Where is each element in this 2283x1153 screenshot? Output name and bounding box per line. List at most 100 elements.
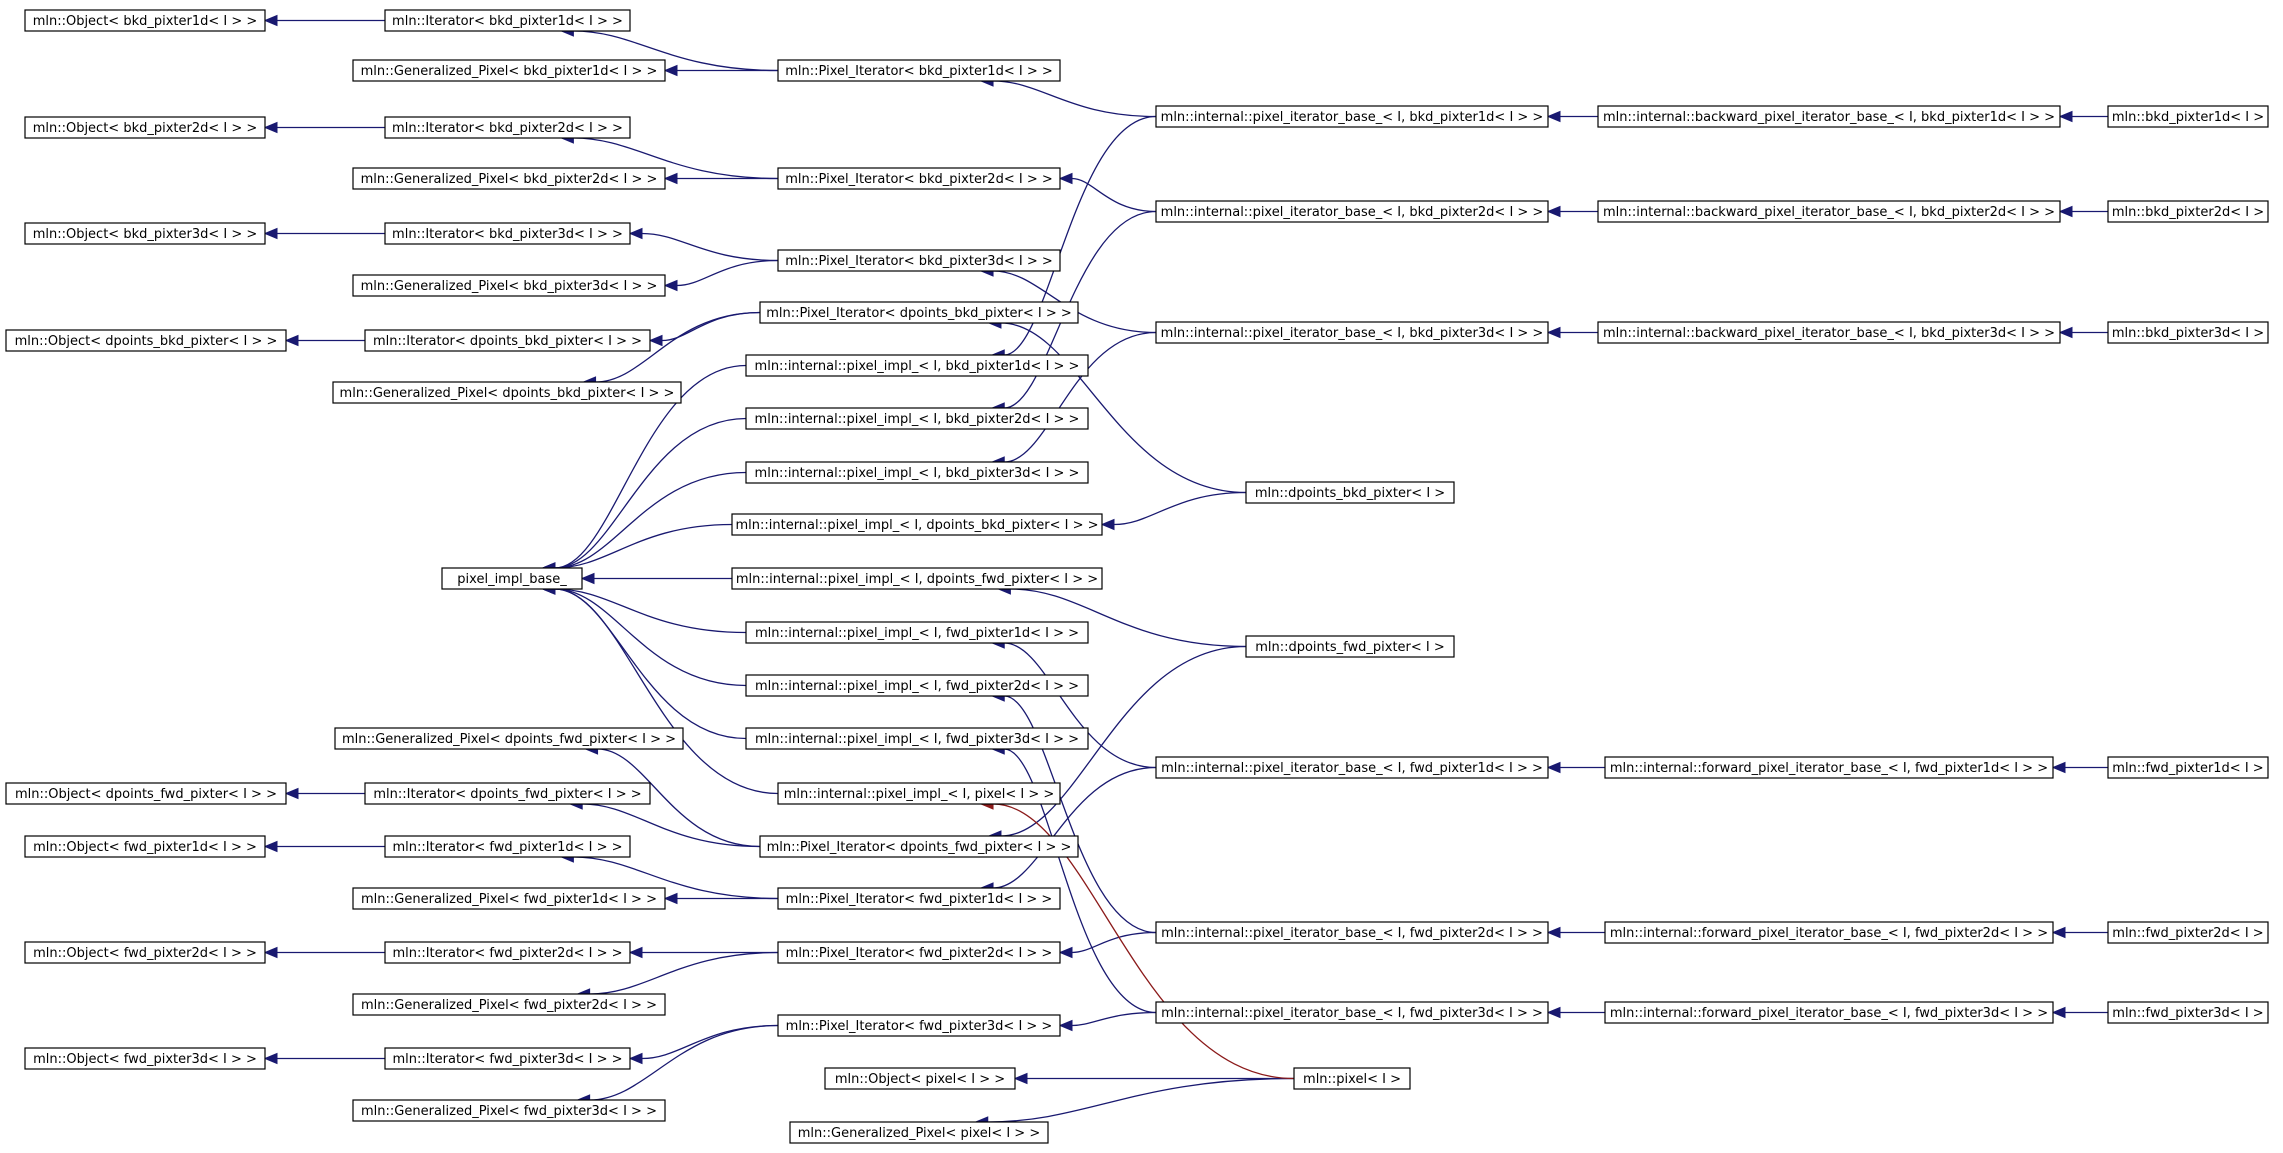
class-node-impl-dfwd[interactable]: mln::internal::pixel_impl_< I, dpoints_f…	[731, 567, 1103, 590]
class-node-impl-pixel[interactable]: mln::internal::pixel_impl_< I, pixel< I …	[777, 782, 1061, 805]
arrowhead	[663, 172, 678, 185]
class-node-obj-bkd3d[interactable]: mln::Object< bkd_pixter3d< I > >	[24, 222, 266, 245]
class-node-label: mln::Pixel_Iterator< dpoints_bkd_pixter<…	[766, 306, 1072, 321]
class-node-pi-dfwd[interactable]: mln::Pixel_Iterator< dpoints_fwd_pixter<…	[759, 835, 1079, 858]
class-node-box	[1155, 105, 1549, 128]
class-node-box	[1293, 1067, 1411, 1090]
inheritance-edge-impl-fwd2d-to-pix-base	[554, 588, 747, 687]
class-node-pib-bkd3d[interactable]: mln::internal::pixel_iterator_base_< I, …	[1155, 321, 1549, 344]
class-node-gp-bkd3d[interactable]: mln::Generalized_Pixel< bkd_pixter3d< I …	[352, 274, 666, 297]
arrowhead	[663, 892, 678, 905]
class-node-box	[24, 222, 266, 245]
class-node-obj-bkd1d[interactable]: mln::Object< bkd_pixter1d< I > >	[24, 9, 266, 32]
inheritance-edge-pib-fwd3d-to-pi-fwd3d	[1071, 1011, 1157, 1027]
class-node-box	[745, 621, 1089, 644]
class-node-label: mln::Pixel_Iterator< bkd_pixter2d< I > >	[785, 172, 1052, 187]
class-node-label: mln::Iterator< dpoints_fwd_pixter< I > >	[373, 787, 641, 802]
class-node-impl-fwd2d[interactable]: mln::internal::pixel_impl_< I, fwd_pixte…	[745, 674, 1089, 697]
class-node-it-bkd1d[interactable]: mln::Iterator< bkd_pixter1d< I > >	[384, 9, 631, 32]
arrowhead	[580, 572, 595, 585]
class-node-fwd2d[interactable]: mln::fwd_pixter2d< I >	[2107, 921, 2269, 944]
arrowhead	[1058, 946, 1073, 959]
class-node-bkd1d[interactable]: mln::bkd_pixter1d< I >	[2107, 105, 2269, 128]
class-node-fpib-fwd2d[interactable]: mln::internal::forward_pixel_iterator_ba…	[1604, 921, 2054, 944]
class-node-gp-fwd2d[interactable]: mln::Generalized_Pixel< fwd_pixter2d< I …	[352, 993, 666, 1016]
class-node-it-fwd1d[interactable]: mln::Iterator< fwd_pixter1d< I > >	[384, 835, 631, 858]
class-node-pix-base[interactable]: pixel_impl_base_	[441, 567, 583, 590]
class-node-gp-dfwd[interactable]: mln::Generalized_Pixel< dpoints_fwd_pixt…	[334, 727, 684, 750]
class-node-gp-bkd1d[interactable]: mln::Generalized_Pixel< bkd_pixter1d< I …	[352, 59, 666, 82]
class-node-bkd2d[interactable]: mln::bkd_pixter2d< I >	[2107, 200, 2269, 223]
class-node-it-bkd2d[interactable]: mln::Iterator< bkd_pixter2d< I > >	[384, 116, 631, 139]
class-node-dfwd[interactable]: mln::dpoints_fwd_pixter< I >	[1245, 635, 1455, 658]
class-node-it-bkd3d[interactable]: mln::Iterator< bkd_pixter3d< I > >	[384, 222, 631, 245]
class-node-fpib-fwd1d[interactable]: mln::internal::forward_pixel_iterator_ba…	[1604, 756, 2054, 779]
class-node-label: mln::Iterator< fwd_pixter2d< I > >	[392, 946, 622, 961]
class-node-obj-bkd2d[interactable]: mln::Object< bkd_pixter2d< I > >	[24, 116, 266, 139]
arrowhead	[1546, 926, 1561, 939]
class-node-bpib-bkd1d[interactable]: mln::internal::backward_pixel_iterator_b…	[1597, 105, 2061, 128]
class-node-pi-fwd2d[interactable]: mln::Pixel_Iterator< fwd_pixter2d< I > >	[777, 941, 1061, 964]
class-node-obj-pixel[interactable]: mln::Object< pixel< I > >	[824, 1067, 1016, 1090]
class-node-box	[24, 9, 266, 32]
class-node-it-dbkd[interactable]: mln::Iterator< dpoints_bkd_pixter< I > >	[364, 329, 651, 352]
class-node-bpib-bkd3d[interactable]: mln::internal::backward_pixel_iterator_b…	[1597, 321, 2061, 344]
arrowhead	[263, 840, 278, 853]
inheritance-edge-pib-bkd1d-to-pi-bkd1d	[993, 80, 1157, 118]
class-node-impl-bkd2d[interactable]: mln::internal::pixel_impl_< I, bkd_pixte…	[745, 407, 1089, 430]
class-node-dbkd[interactable]: mln::dpoints_bkd_pixter< I >	[1245, 481, 1455, 504]
edge-layer	[263, 14, 2109, 1128]
class-node-gp-fwd1d[interactable]: mln::Generalized_Pixel< fwd_pixter1d< I …	[352, 887, 666, 910]
class-node-obj-fwd2d[interactable]: mln::Object< fwd_pixter2d< I > >	[24, 941, 266, 964]
class-node-pib-fwd1d[interactable]: mln::internal::pixel_iterator_base_< I, …	[1155, 756, 1549, 779]
inheritance-edge-pib-fwd2d-to-pi-fwd2d	[1071, 931, 1157, 954]
class-node-pi-fwd1d[interactable]: mln::Pixel_Iterator< fwd_pixter1d< I > >	[777, 887, 1061, 910]
class-node-it-fwd3d[interactable]: mln::Iterator< fwd_pixter3d< I > >	[384, 1047, 631, 1070]
class-node-fwd1d[interactable]: mln::fwd_pixter1d< I >	[2107, 756, 2269, 779]
class-node-label: mln::Object< dpoints_bkd_pixter< I > >	[15, 334, 278, 349]
class-node-pi-bkd1d[interactable]: mln::Pixel_Iterator< bkd_pixter1d< I > >	[777, 59, 1061, 82]
class-node-pi-bkd3d[interactable]: mln::Pixel_Iterator< bkd_pixter3d< I > >	[777, 249, 1061, 272]
class-node-obj-fwd3d[interactable]: mln::Object< fwd_pixter3d< I > >	[24, 1047, 266, 1070]
class-node-impl-bkd1d[interactable]: mln::internal::pixel_impl_< I, bkd_pixte…	[745, 354, 1089, 377]
class-node-pib-fwd3d[interactable]: mln::internal::pixel_iterator_base_< I, …	[1155, 1001, 1549, 1024]
class-node-impl-bkd3d[interactable]: mln::internal::pixel_impl_< I, bkd_pixte…	[745, 461, 1089, 484]
inheritance-edge-impl-bkd3d-to-pix-base	[554, 471, 747, 569]
class-node-label: mln::Iterator< dpoints_bkd_pixter< I > >	[373, 334, 642, 349]
class-node-gp-dbkd[interactable]: mln::Generalized_Pixel< dpoints_bkd_pixt…	[332, 381, 682, 404]
class-node-bkd3d[interactable]: mln::bkd_pixter3d< I >	[2107, 321, 2269, 344]
class-node-gp-pixel[interactable]: mln::Generalized_Pixel< pixel< I > >	[789, 1121, 1049, 1144]
class-node-box	[384, 222, 631, 245]
class-node-label: mln::Iterator< bkd_pixter2d< I > >	[392, 121, 623, 136]
class-node-obj-dbkd[interactable]: mln::Object< dpoints_bkd_pixter< I > >	[5, 329, 287, 352]
class-node-it-dfwd[interactable]: mln::Iterator< dpoints_fwd_pixter< I > >	[364, 782, 651, 805]
class-node-impl-dbkd[interactable]: mln::internal::pixel_impl_< I, dpoints_b…	[731, 513, 1103, 536]
class-node-pi-fwd3d[interactable]: mln::Pixel_Iterator< fwd_pixter3d< I > >	[777, 1014, 1061, 1037]
class-node-label: mln::Generalized_Pixel< fwd_pixter1d< I …	[361, 892, 657, 907]
class-node-obj-fwd1d[interactable]: mln::Object< fwd_pixter1d< I > >	[24, 835, 266, 858]
class-node-obj-dfwd[interactable]: mln::Object< dpoints_fwd_pixter< I > >	[5, 782, 287, 805]
class-node-bpib-bkd2d[interactable]: mln::internal::backward_pixel_iterator_b…	[1597, 200, 2061, 223]
class-node-pib-bkd2d[interactable]: mln::internal::pixel_iterator_base_< I, …	[1155, 200, 1549, 223]
class-node-gp-fwd3d[interactable]: mln::Generalized_Pixel< fwd_pixter3d< I …	[352, 1099, 666, 1122]
class-node-it-fwd2d[interactable]: mln::Iterator< fwd_pixter2d< I > >	[384, 941, 631, 964]
class-node-box	[777, 1014, 1061, 1037]
class-node-impl-fwd3d[interactable]: mln::internal::pixel_impl_< I, fwd_pixte…	[745, 727, 1089, 750]
class-node-impl-fwd1d[interactable]: mln::internal::pixel_impl_< I, fwd_pixte…	[745, 621, 1089, 644]
class-node-fwd3d[interactable]: mln::fwd_pixter3d< I >	[2107, 1001, 2269, 1024]
class-node-fpib-fwd3d[interactable]: mln::internal::forward_pixel_iterator_ba…	[1604, 1001, 2054, 1024]
inheritance-edge-impl-dbkd-to-pix-base	[554, 523, 733, 569]
class-node-label: mln::fwd_pixter2d< I >	[2112, 926, 2263, 941]
arrowhead	[2051, 761, 2066, 774]
class-node-label: mln::Generalized_Pixel< dpoints_fwd_pixt…	[342, 732, 676, 747]
class-node-pi-dbkd[interactable]: mln::Pixel_Iterator< dpoints_bkd_pixter<…	[759, 301, 1079, 324]
class-node-pixel[interactable]: mln::pixel< I >	[1293, 1067, 1411, 1090]
class-node-label: mln::bkd_pixter1d< I >	[2112, 110, 2264, 125]
class-node-pib-fwd2d[interactable]: mln::internal::pixel_iterator_base_< I, …	[1155, 921, 1549, 944]
class-node-gp-bkd2d[interactable]: mln::Generalized_Pixel< bkd_pixter2d< I …	[352, 167, 666, 190]
inheritance-edge-pib-fwd1d-to-impl-fwd1d	[1004, 642, 1157, 769]
inheritance-edge-dbkd-to-pi-dbkd	[1000, 322, 1247, 494]
class-node-pi-bkd2d[interactable]: mln::Pixel_Iterator< bkd_pixter2d< I > >	[777, 167, 1061, 190]
class-node-box	[1245, 635, 1455, 658]
class-node-pib-bkd1d[interactable]: mln::internal::pixel_iterator_base_< I, …	[1155, 105, 1549, 128]
